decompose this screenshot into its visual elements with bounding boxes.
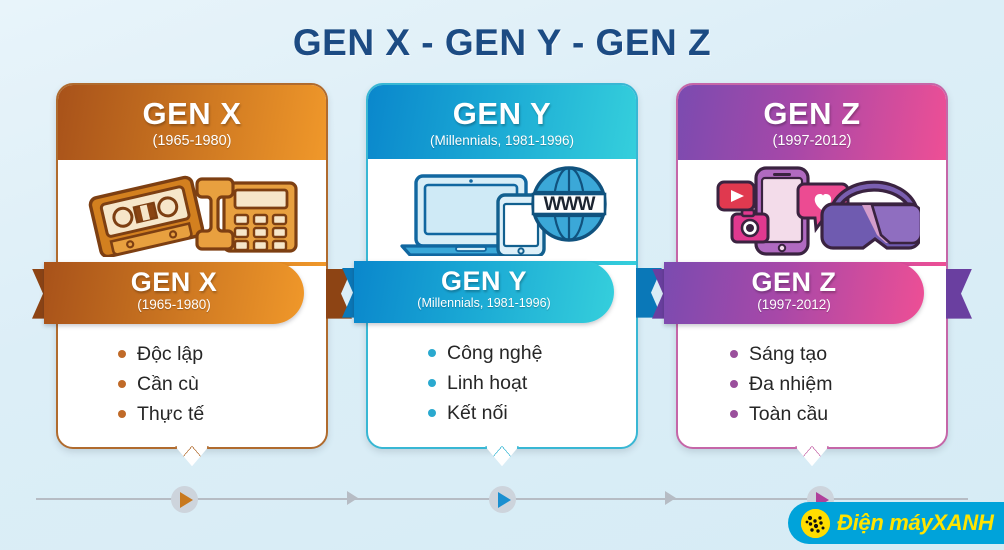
bullet-icon (428, 348, 436, 357)
illustration-geny: WWW (368, 158, 636, 261)
card-header-genz: GEN Z (1997-2012) (678, 85, 946, 160)
trait-label: Công nghệ (447, 341, 543, 364)
ribbon-title-genx: GEN X (130, 266, 218, 297)
page-title: GEN X - GEN Y - GEN Z (292, 22, 712, 63)
ribbon-genx: GEN X (1965-1980) (44, 261, 304, 324)
camera-badge (730, 208, 770, 244)
svg-text:WWW: WWW (544, 194, 596, 215)
video-play-badge (716, 180, 756, 212)
bullet-icon (428, 409, 436, 418)
ribbon-title-geny: GEN Y (440, 265, 528, 296)
trait-item: Linh hoạt (428, 368, 576, 398)
card-years-genz: (1997-2012) (772, 132, 852, 149)
card-title-genz: GEN Z (763, 96, 861, 131)
cassette-tape-icon (88, 175, 205, 257)
ribbon-title-genz: GEN Z (751, 266, 837, 297)
play-arrow-icon (180, 491, 193, 508)
trait-label: Kết nối (447, 402, 508, 425)
illustration-genz (678, 159, 946, 262)
ribbon-years-genz: (1997-2012) (757, 297, 831, 313)
traits-list-genx: Độc lập Cần cù Thực tế (58, 326, 326, 448)
card-pointer-genx (175, 446, 209, 467)
vr-headset-icon (820, 180, 920, 250)
ribbon-wrap-geny: GEN Y (Millennials, 1981-1996) (342, 260, 636, 325)
trait-item: Cần cù (118, 369, 266, 399)
bullet-icon (118, 410, 126, 419)
ribbon-tail-right-genz (946, 269, 972, 319)
play-arrow-icon (498, 491, 511, 508)
card-header-geny: GEN Y (Millennials, 1981-1996) (368, 85, 636, 159)
ribbon-genz: GEN Z (1997-2012) (664, 261, 924, 324)
trait-label: Toàn cầu (749, 403, 829, 426)
bullet-icon (428, 378, 436, 387)
bullet-icon (730, 349, 738, 358)
timeline-chevron (665, 491, 676, 505)
generation-card-genx: GEN X (1965-1980) (32, 83, 328, 467)
trait-item: Đa nhiệm (730, 369, 894, 399)
trait-label: Đa nhiệm (749, 372, 833, 395)
www-globe-icon: WWW (531, 165, 607, 242)
ribbon-years-genx: (1965-1980) (137, 297, 211, 313)
ribbon-wrap-genx: GEN X (1965-1980) (32, 261, 326, 326)
bullet-icon (730, 410, 738, 419)
trait-label: Linh hoạt (447, 371, 528, 394)
brand-name-bold: XANH (932, 510, 994, 535)
ribbon-wrap-genz: GEN Z (1997-2012) (652, 261, 946, 326)
card-years-genx: (1965-1980) (152, 132, 232, 149)
bullet-icon (730, 379, 738, 388)
card-years-geny: (Millennials, 1981-1996) (429, 132, 575, 148)
trait-label: Độc lập (137, 342, 204, 365)
trait-label: Thực tế (137, 403, 205, 426)
generation-card-geny: GEN Y (Millennials, 1981-1996) (342, 83, 638, 467)
brand-logo-text: Điện máyXANH (837, 510, 994, 536)
trait-item: Công nghệ (428, 338, 576, 368)
trait-item: Toàn cầu (730, 399, 894, 429)
traits-list-genz: Sáng tạo Đa nhiệm Toàn cầu (678, 326, 946, 448)
bullet-icon (118, 379, 126, 388)
trait-item: Kết nối (428, 398, 576, 428)
card-pointer-geny (485, 446, 519, 467)
timeline-chevron (347, 491, 358, 505)
bullet-icon (118, 349, 126, 358)
landline-phone-icon (195, 177, 298, 253)
dien-may-xanh-mark-icon (801, 508, 830, 538)
brand-name-light: Điện máy (837, 510, 933, 535)
generation-card-genz: GEN Z (1997-2012) (652, 83, 948, 467)
trait-label: Cần cù (137, 372, 199, 395)
card-title-genx: GEN X (142, 96, 242, 131)
illustration-genx (58, 159, 326, 262)
card-header-genx: GEN X (1965-1980) (58, 85, 326, 160)
brand-logo[interactable]: Điện máyXANH (788, 502, 1004, 544)
timeline-marker-genx[interactable] (171, 486, 198, 513)
trait-item: Sáng tạo (730, 339, 894, 369)
timeline-marker-geny[interactable] (489, 486, 516, 513)
trait-item: Thực tế (118, 399, 266, 429)
ribbon-geny: GEN Y (Millennials, 1981-1996) (354, 260, 614, 323)
card-pointer-genz (795, 446, 829, 467)
card-title-geny: GEN Y (452, 96, 552, 131)
ribbon-years-geny: (Millennials, 1981-1996) (417, 296, 551, 311)
trait-label: Sáng tạo (749, 342, 828, 365)
traits-list-geny: Công nghệ Linh hoạt Kết nối (368, 325, 636, 447)
trait-item: Độc lập (118, 339, 266, 369)
generation-cards-row: GEN X (1965-1980) (0, 83, 1004, 467)
